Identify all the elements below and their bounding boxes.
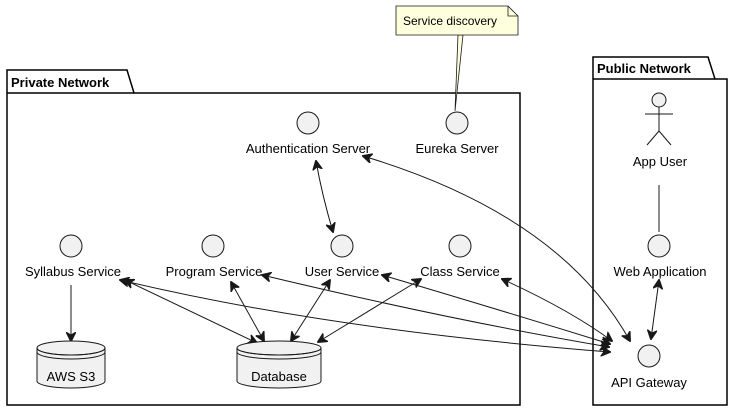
database-main: Database <box>236 340 322 389</box>
database-aws-s3: AWS S3 <box>36 340 106 389</box>
edge-program-db <box>231 282 264 341</box>
interface-icon <box>445 111 469 135</box>
node-label: API Gateway <box>611 375 687 390</box>
node-label: User Service <box>305 264 379 279</box>
connections <box>71 156 659 352</box>
edge-webapp-gateway <box>651 280 659 339</box>
private-network-label: Private Network <box>11 75 110 90</box>
actor-icon <box>645 92 673 146</box>
node-label: Web Application <box>614 264 707 279</box>
node-eureka-server: Eureka Server <box>415 111 499 156</box>
interface-icon <box>296 111 320 135</box>
interface-icon <box>59 234 83 258</box>
node-class-service: Class Service <box>420 234 500 279</box>
interface-icon <box>637 344 661 368</box>
interface-icon <box>330 234 354 258</box>
node-label: Syllabus Service <box>25 264 121 279</box>
database-label: Database <box>251 369 307 384</box>
database-icon <box>36 340 106 389</box>
actor-label: App User <box>633 154 688 169</box>
edge-class-db <box>318 279 421 342</box>
node-program-service: Program Service <box>166 234 263 279</box>
node-label: Program Service <box>166 264 263 279</box>
node-syllabus-service: Syllabus Service <box>25 234 121 279</box>
service-discovery-note: Service discovery <box>395 5 519 112</box>
note-text: Service discovery <box>403 14 497 28</box>
interface-icon <box>448 234 472 258</box>
node-user-service: User Service <box>305 234 379 279</box>
public-network-label: Public Network <box>597 61 692 76</box>
database-icon <box>236 340 322 389</box>
actor-app-user: App User <box>633 92 688 169</box>
node-label: Authentication Server <box>246 141 371 156</box>
interface-icon <box>201 234 225 258</box>
node-api-gateway: API Gateway <box>611 344 687 390</box>
node-web-application: Web Application <box>614 234 707 279</box>
interface-icon <box>647 234 671 258</box>
node-label: Class Service <box>420 264 499 279</box>
database-label: AWS S3 <box>47 369 96 384</box>
node-authentication-server: Authentication Server <box>246 111 371 156</box>
edge-auth-user <box>316 161 333 232</box>
node-label: Eureka Server <box>415 141 499 156</box>
edge-class-gateway <box>502 279 612 341</box>
